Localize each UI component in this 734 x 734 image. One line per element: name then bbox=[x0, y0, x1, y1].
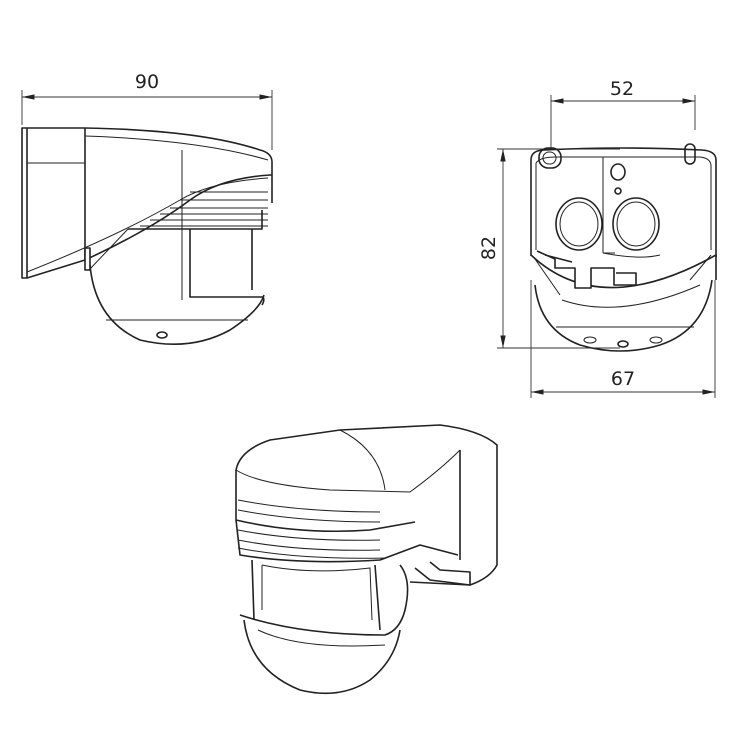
side-view: 90 bbox=[21, 71, 273, 345]
front-view: 52 82 67 bbox=[478, 78, 717, 398]
dimension-82: 82 bbox=[478, 148, 620, 349]
dim-label-82: 82 bbox=[478, 236, 500, 260]
perspective-view bbox=[235, 424, 498, 695]
dim-label-67: 67 bbox=[611, 368, 635, 390]
dim-label-52: 52 bbox=[610, 78, 634, 100]
dimension-67: 67 bbox=[530, 280, 716, 398]
dimension-90: 90 bbox=[21, 71, 273, 150]
dimension-52: 52 bbox=[550, 78, 696, 150]
dim-label-90: 90 bbox=[135, 71, 159, 93]
